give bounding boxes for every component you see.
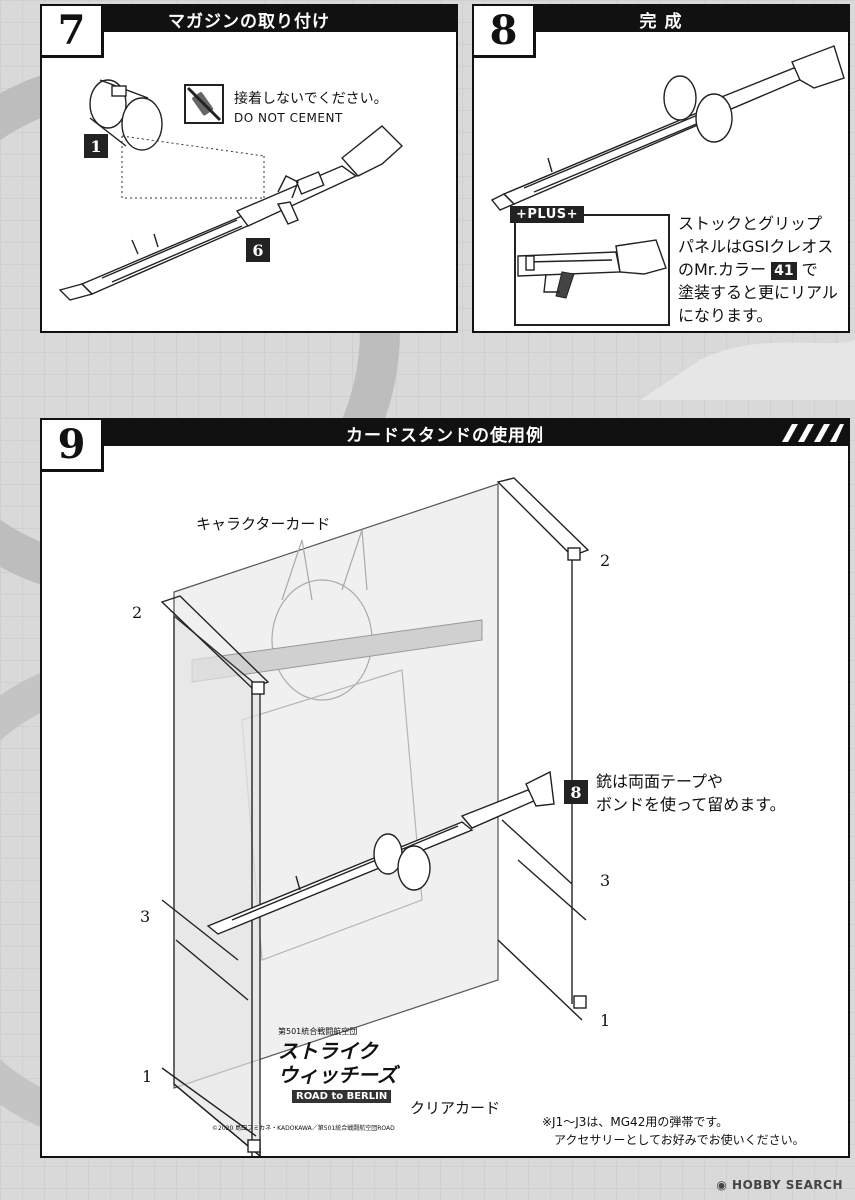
- step9-title: カードスタンドの使用例: [346, 425, 544, 446]
- step8-tip-line2: パネルはGSIクレオス: [678, 237, 834, 256]
- part-label-3-left: 3: [140, 907, 151, 926]
- plus-label: +PLUS+: [510, 206, 585, 223]
- watermark-icon: ◉: [716, 1178, 733, 1192]
- card-stand-illustration: [160, 477, 590, 1156]
- step9-panel: カードスタンドの使用例 9: [40, 418, 850, 1158]
- step8-illustration: [490, 45, 845, 211]
- step7-header: マガジンの取り付け: [42, 6, 456, 32]
- hobby-search-watermark: ◉ HOBBY SEARCH: [716, 1178, 843, 1192]
- step8-number: 8: [474, 6, 536, 58]
- part-badge-6: 6: [246, 238, 270, 262]
- step7-number: 7: [42, 6, 104, 58]
- logo-small-text: 第501統合戦闘航空団: [278, 1027, 358, 1036]
- part-label-3-right: 3: [600, 871, 611, 890]
- mounted-mg42: [206, 770, 555, 935]
- footnote-line1: ※J1～J3は、MG42用の弾帯です。: [542, 1115, 729, 1129]
- step9-number: 9: [42, 420, 104, 472]
- logo-title-1: ストライク: [278, 1039, 378, 1063]
- clear-card: [173, 614, 261, 1156]
- step7-title: マガジンの取り付け: [168, 11, 330, 32]
- gun-note-line1: 銃は両面テープや: [596, 772, 724, 791]
- step7-illustration: [58, 79, 404, 301]
- step8-title: 完 成: [639, 11, 683, 32]
- no-glue-icon: [184, 84, 224, 124]
- part-label-1-left: 1: [142, 1067, 153, 1086]
- plus-tip-box: [514, 214, 670, 326]
- step8-reference-badge: 8: [564, 780, 588, 804]
- stock-grip-detail: [517, 239, 667, 299]
- step8-tip-line5: になります。: [678, 306, 773, 325]
- step7-note-ja: 接着しないでください。: [234, 91, 388, 107]
- logo-subtitle: ROAD to BERLIN: [292, 1090, 392, 1103]
- step8-tip-color-text: のMr.カラー: [678, 260, 767, 279]
- step7-note-en: DO NOT CEMENT: [234, 111, 343, 125]
- gun-note-line2: ボンドを使って留めます。: [596, 795, 786, 814]
- step8-tip-line3: のMr.カラー 41 で: [678, 258, 818, 281]
- completed-mg42: [490, 45, 845, 211]
- color-number-badge: 41: [771, 262, 797, 280]
- mg42-gun: [58, 125, 404, 301]
- logo-title-2: ウィッチーズ: [278, 1063, 397, 1087]
- step8-tip-color-suffix: で: [801, 260, 818, 279]
- header-stripes: [782, 424, 844, 442]
- character-card-label: キャラクターカード: [196, 515, 331, 533]
- step8-panel: 完 成 8 +PLUS+ ストックとグリップ パネルはGSIクレオス のMr.カ…: [472, 4, 850, 333]
- drum-magazine: [89, 79, 163, 151]
- step8-tip-line1: ストックとグリップ: [678, 214, 823, 233]
- step8-header: 完 成: [474, 6, 848, 32]
- watermark-text: HOBBY SEARCH: [732, 1178, 843, 1192]
- stand-frame: [160, 477, 590, 1156]
- part-label-2-right: 2: [600, 551, 611, 570]
- clear-card-label: クリアカード: [410, 1099, 501, 1117]
- step8-tip-line4: 塗装すると更にリアル: [678, 283, 838, 302]
- footnote-line2: アクセサリーとしてお好みでお使いください。: [554, 1133, 805, 1147]
- part-badge-1: 1: [84, 134, 108, 158]
- step9-header: カードスタンドの使用例: [42, 420, 848, 446]
- part-label-2-left: 2: [132, 603, 143, 622]
- copyright-text: ©2020 島田フミカネ・KADOKAWA／第501統合戦闘航空団ROAD: [212, 1125, 395, 1132]
- step7-panel: マガジンの取り付け 7 接着しないでください。 DO NOT CEMENT 1 …: [40, 4, 458, 333]
- part-label-1-right: 1: [600, 1011, 611, 1030]
